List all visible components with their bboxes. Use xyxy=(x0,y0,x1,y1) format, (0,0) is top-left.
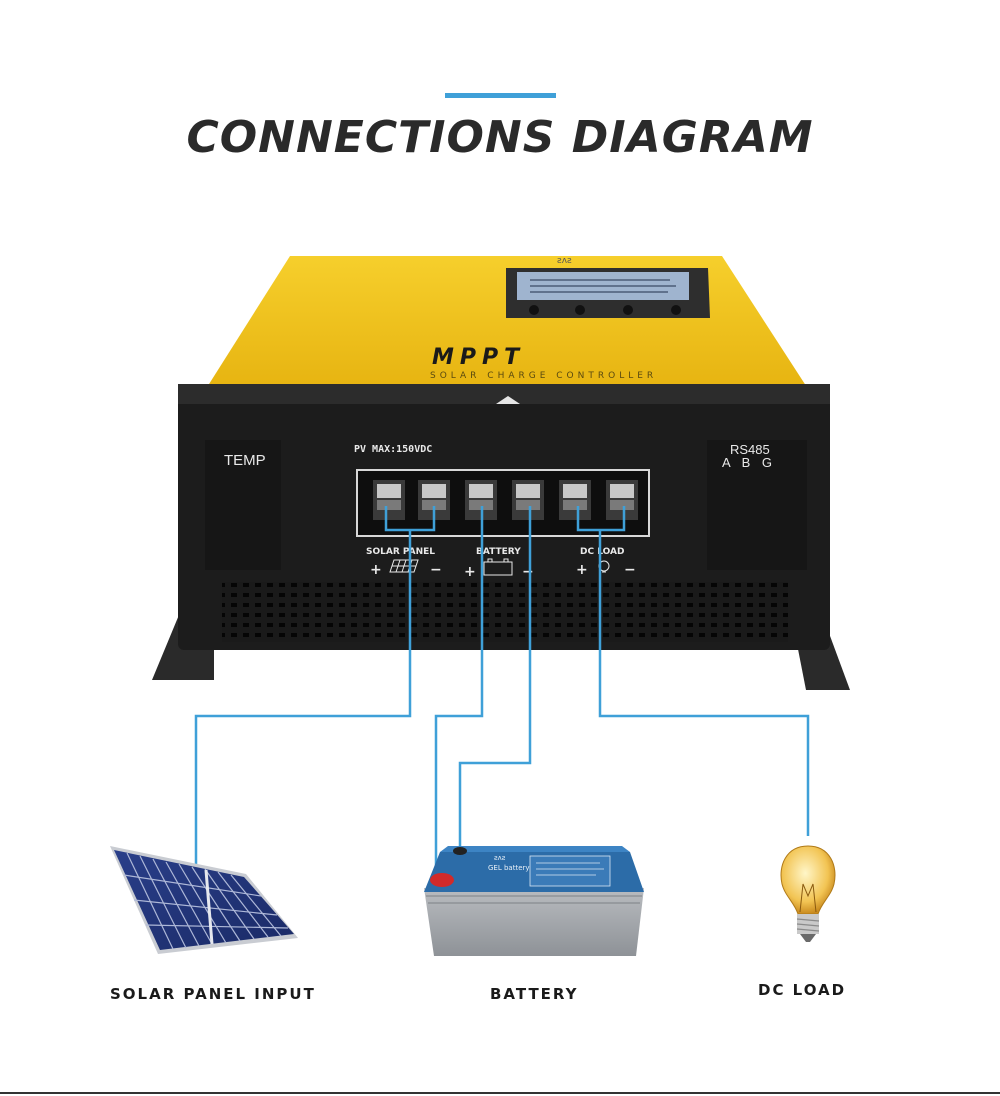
light-bulb-image xyxy=(780,845,836,942)
load-plus-sign: + xyxy=(576,562,588,578)
up-arrow-icon xyxy=(496,396,520,404)
controller-top-cover: ƨʌƨ MPPT SOLAR CHARGE CONTROLLER xyxy=(204,256,810,392)
lcd-button-4 xyxy=(671,305,681,315)
lcd-module xyxy=(506,268,710,318)
rs485-label: RS485 xyxy=(730,442,770,457)
solar-minus-sign: − xyxy=(430,562,442,578)
model-subtitle: SOLAR CHARGE CONTROLLER xyxy=(430,371,657,381)
wire-load xyxy=(598,530,810,836)
battery-brand-mark: ƨʌƨ xyxy=(494,854,506,862)
solar-plus-sign: + xyxy=(370,562,382,578)
caption-dc-load: DC LOAD xyxy=(758,981,847,999)
temp-label: TEMP xyxy=(224,452,266,469)
terminal-load-positive xyxy=(559,480,591,520)
caption-battery: BATTERY xyxy=(490,985,579,1003)
terminal-battery-negative xyxy=(512,480,544,520)
model-text: MPPT xyxy=(432,345,525,370)
load-minus-sign: − xyxy=(624,562,636,578)
terminal-label-load: DC LOAD xyxy=(580,547,624,557)
battery-image: ƨʌƨ GEL battery xyxy=(424,846,644,956)
rs485-pins: A B G xyxy=(722,455,776,470)
pv-max-label: PV MAX:150VDC xyxy=(354,444,432,455)
caption-solar-panel-input: SOLAR PANEL INPUT xyxy=(110,985,316,1003)
page-title: CONNECTIONS DIAGRAM xyxy=(186,112,814,163)
terminal-label-battery: BATTERY xyxy=(476,547,521,557)
lcd-button-1 xyxy=(529,305,539,315)
controller-brand-mark: ƨʌƨ xyxy=(557,256,572,266)
title-accent-bar xyxy=(445,93,556,98)
bottom-divider xyxy=(0,1092,1000,1094)
terminal-solar-positive xyxy=(373,480,405,520)
battery-plus-sign: + xyxy=(464,564,476,580)
solar-panel-image xyxy=(110,846,298,954)
wire-battery-positive xyxy=(434,506,484,866)
terminal-label-solar: SOLAR PANEL xyxy=(366,547,435,557)
wire-battery-negative xyxy=(458,506,532,850)
battery-negative-terminal xyxy=(453,847,467,855)
terminal-load-negative xyxy=(606,480,638,520)
battery-minus-sign: − xyxy=(522,564,534,580)
ventilation-grille xyxy=(222,582,788,642)
controller-front-panel: TEMP PV MAX:150VDC RS485 A B G xyxy=(178,384,830,650)
battery-product-label: GEL battery xyxy=(488,864,530,872)
lcd-button-2 xyxy=(575,305,585,315)
battery-icon xyxy=(483,558,513,576)
wiring xyxy=(194,506,810,868)
wire-solar xyxy=(194,530,412,868)
battery-positive-terminal xyxy=(430,873,454,887)
lcd-button-3 xyxy=(623,305,633,315)
